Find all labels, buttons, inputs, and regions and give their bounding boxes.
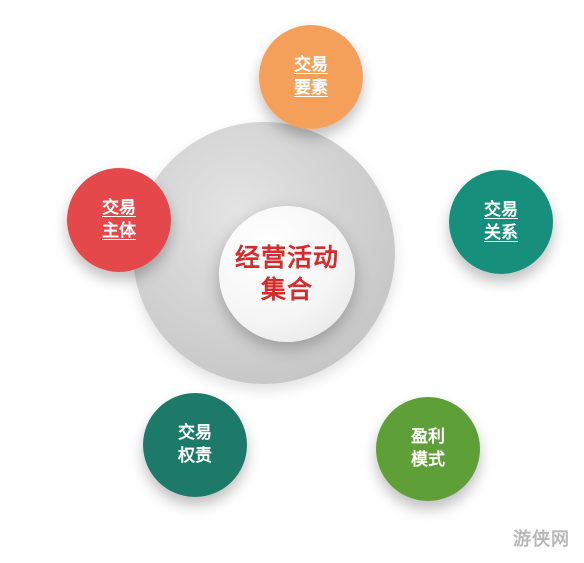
watermark: 游侠网 (513, 529, 570, 550)
node-label-line2: 主体 (102, 221, 136, 241)
node-trade-rights-responsibilities[interactable]: 交易 权责 (143, 393, 247, 497)
node-trade-subject[interactable]: 交易 主体 (67, 168, 171, 272)
node-label-line1: 盈利 (411, 427, 445, 447)
center-title-line2: 集合 (260, 275, 313, 304)
node-label-line1: 交易 (178, 423, 212, 443)
center-circle: 经营活动 集合 (219, 206, 355, 342)
node-trade-elements[interactable]: 交易 要素 (259, 25, 363, 129)
node-label-line1: 交易 (294, 55, 328, 75)
node-label-line1: 交易 (484, 200, 518, 220)
node-label-line2: 模式 (411, 450, 445, 470)
node-label-line2: 权责 (178, 446, 212, 466)
node-label-line1: 交易 (102, 198, 136, 218)
center-title-line1: 经营活动 (234, 243, 339, 272)
node-profit-model[interactable]: 盈利 模式 (376, 397, 480, 501)
node-label-line2: 关系 (484, 223, 518, 243)
node-trade-relationship[interactable]: 交易 关系 (449, 170, 553, 274)
node-label-line2: 要素 (294, 78, 328, 98)
